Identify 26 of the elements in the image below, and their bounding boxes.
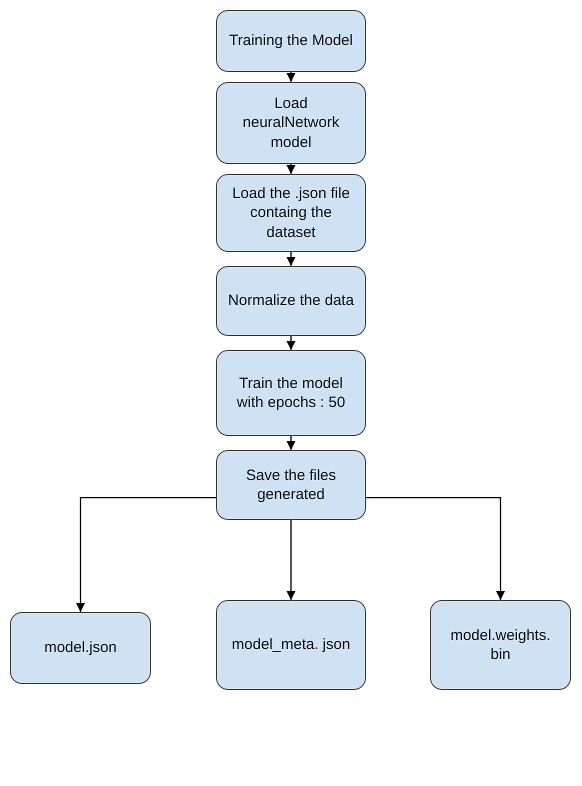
process-box (216, 174, 366, 252)
arrow (286, 72, 296, 82)
arrow (286, 336, 296, 350)
arrow (286, 436, 296, 450)
process-box (216, 600, 366, 690)
process-box (10, 612, 151, 684)
arrow (76, 496, 216, 612)
box-label: model.weights. bin (449, 626, 552, 664)
box-label: Normalize the data (228, 291, 354, 311)
box-label: Training the Model (229, 31, 353, 51)
box-label: Save the files generated (244, 466, 338, 504)
process-box (216, 450, 366, 520)
box-label: model_meta. json (232, 635, 350, 655)
arrow (286, 252, 296, 266)
process-box (216, 350, 366, 436)
box-label: Load neuralNetwork model (242, 94, 340, 152)
arrow (286, 520, 296, 600)
arrow (366, 496, 506, 600)
box-label: Load the .json file containg the dataset (231, 184, 351, 242)
box-label: Train the model with epochs : 50 (236, 374, 346, 412)
process-box (430, 600, 571, 690)
process-box (216, 10, 366, 72)
box-label: model.json (44, 638, 117, 658)
process-box (216, 266, 366, 336)
arrow (286, 164, 296, 174)
process-box (216, 82, 366, 164)
